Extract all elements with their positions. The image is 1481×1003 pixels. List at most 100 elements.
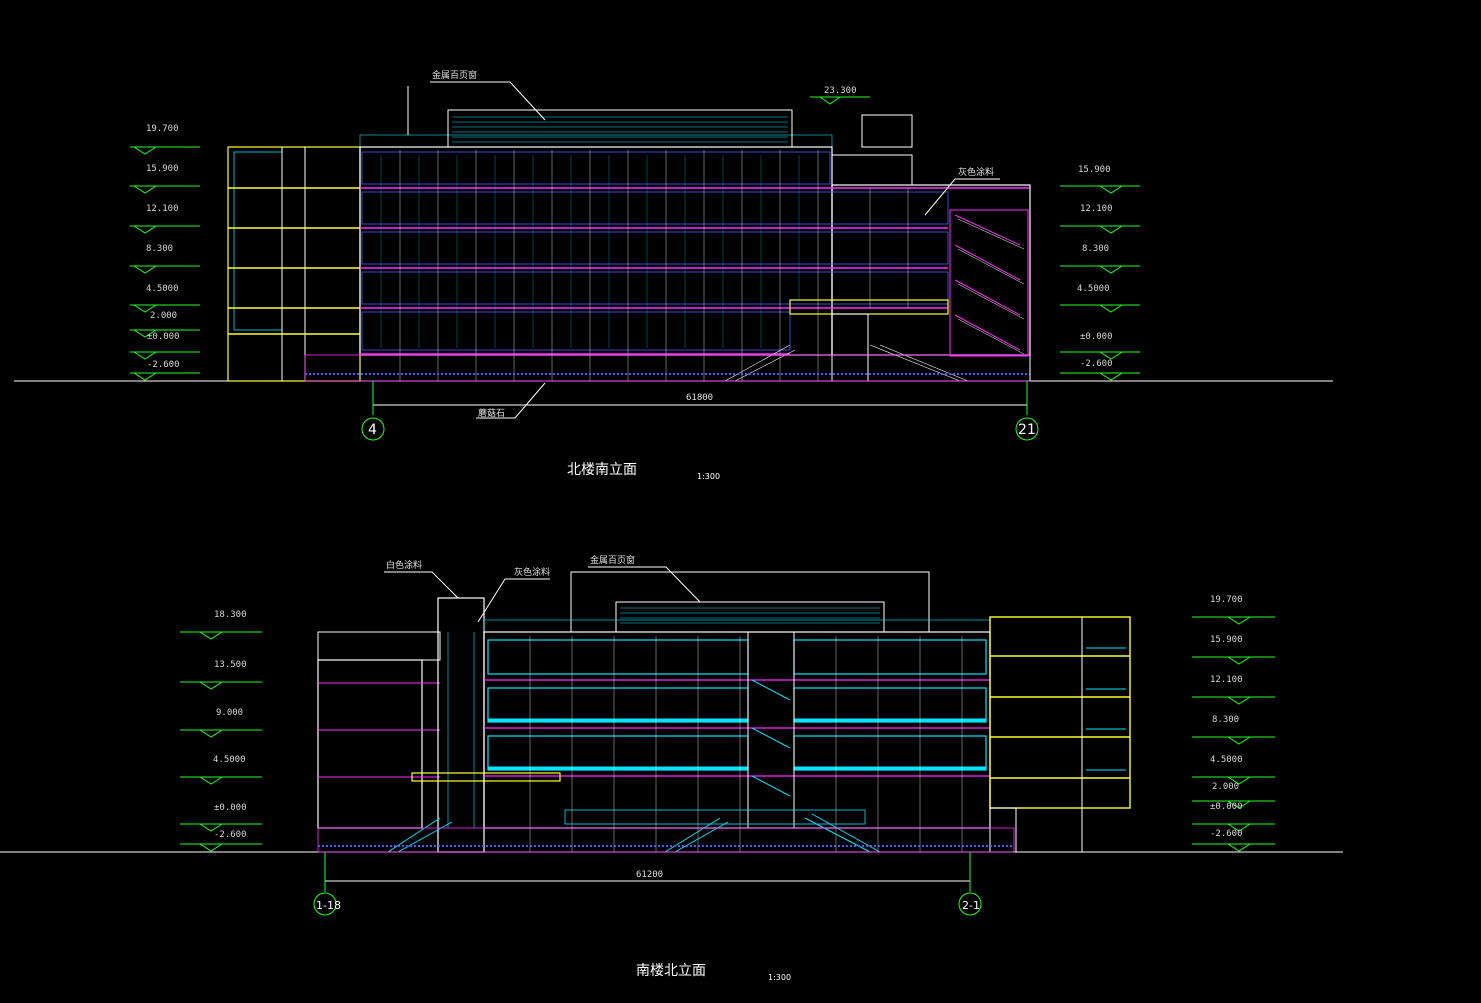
north-window-bands (361, 151, 949, 351)
north-left-level-3: 8.300 (146, 244, 173, 254)
north-front-stairs (724, 344, 969, 382)
south-note-grey-paint: 灰色涂料 (514, 566, 550, 578)
north-right-level-2: 8.300 (1082, 244, 1109, 254)
south-plinth (317, 827, 1015, 853)
north-axis-bubble-21 (1015, 417, 1039, 441)
south-left-volume-lines (318, 682, 440, 778)
south-level-triangle-1 (180, 681, 262, 690)
south-left-volume (317, 659, 423, 829)
south-mullions (529, 636, 963, 852)
south-central-stair-flights (751, 679, 791, 797)
north-mullions-fine (380, 155, 800, 348)
south-right-level-6: ±0.000 (1210, 802, 1243, 812)
south-rlevel-triangle-5 (1192, 800, 1275, 809)
north-dimension-text: 61800 (686, 393, 713, 403)
south-dimension: 61200 1-18 2-1 (313, 852, 982, 916)
north-left-level-5: 2.000 (150, 311, 177, 321)
south-right-block (989, 616, 1131, 809)
south-left-level-3: 4.5000 (213, 755, 246, 765)
north-right-level-5: -2.600 (1080, 359, 1113, 369)
north-east-stair (949, 209, 1029, 357)
south-podium-rail (411, 772, 561, 782)
north-left-level-markers: 19.700 15.900 12.100 8.300 4.5000 2.000 … (130, 124, 200, 381)
south-right-level-3: 8.300 (1212, 715, 1239, 725)
north-note-louver-leader (430, 81, 546, 121)
south-window-bands (487, 639, 987, 771)
north-level-triangle-6 (130, 351, 200, 360)
north-axis-bubble-4 (361, 417, 385, 441)
south-right-level-4: 4.5000 (1210, 755, 1243, 765)
south-right-level-2: 12.100 (1210, 675, 1243, 685)
north-top-level: 23.300 (810, 86, 870, 105)
south-elevation: 18.300 13.500 9.000 4.5000 ±0.000 -2.600… (0, 554, 1343, 982)
north-scale: 1:300 (697, 472, 720, 481)
north-right-level-1: 12.100 (1080, 204, 1113, 214)
south-note-grey-paint-leader (477, 578, 550, 623)
south-rlevel-triangle-3 (1192, 736, 1275, 745)
north-left-level-1: 15.900 (146, 164, 179, 174)
north-rlevel-triangle-0 (1060, 185, 1140, 194)
south-front-stairs (387, 813, 881, 853)
north-axis-label-4: 4 (368, 422, 377, 438)
north-rlevel-triangle-5 (1060, 372, 1140, 381)
north-plinth (304, 354, 1031, 382)
north-east-stair-rails (957, 218, 1025, 355)
north-louver-penthouse (447, 109, 793, 148)
south-axis-label-left: 1-18 (316, 899, 341, 912)
north-rlevel-triangle-2 (1060, 265, 1140, 274)
south-note-white-paint: 白色涂料 (386, 559, 422, 571)
north-level-triangle-3 (130, 265, 200, 274)
south-building (317, 571, 1131, 853)
south-main-block (483, 631, 991, 829)
north-right-level-0: 15.900 (1078, 165, 1111, 175)
north-left-level-2: 12.100 (146, 204, 179, 214)
north-left-level-6: ±0.000 (147, 332, 180, 342)
north-roof-box (861, 114, 913, 148)
north-roof-step (831, 154, 913, 186)
south-left-level-5: -2.600 (214, 830, 247, 840)
south-left-level-markers: 18.300 13.500 9.000 4.5000 ±0.000 -2.600 (180, 610, 262, 852)
south-level-triangle-2 (180, 729, 262, 738)
north-level-triangle-0 (130, 146, 200, 155)
south-parapet-rail (483, 619, 991, 633)
north-left-level-7: -2.600 (147, 360, 180, 370)
south-rlevel-triangle-2 (1192, 696, 1275, 705)
south-left-level-1: 13.500 (214, 660, 247, 670)
south-note-louver-leader (588, 566, 701, 603)
south-level-triangle-3 (180, 776, 262, 785)
south-floor-slabs (484, 679, 990, 777)
south-right-level-5: 2.000 (1212, 782, 1239, 792)
south-axis-bubble-right (958, 892, 982, 916)
south-louver-lines (620, 607, 880, 624)
south-right-level-markers: 19.700 15.900 12.100 8.300 4.5000 2.000 … (1192, 595, 1275, 852)
north-left-wing (227, 146, 361, 382)
south-right-level-1: 15.900 (1210, 635, 1243, 645)
north-rlevel-triangle-3 (1060, 304, 1140, 313)
south-left-level-4: ±0.000 (214, 803, 247, 813)
north-level-triangle-4 (130, 304, 200, 313)
south-stair-tower (437, 597, 485, 853)
south-cyan-sills (488, 718, 986, 770)
north-entrance-door (831, 313, 869, 382)
north-mullions (399, 150, 909, 381)
north-level-triangle-5 (130, 329, 200, 338)
north-note-stone: 蘑菇石 (478, 407, 505, 419)
north-left-wing-window-col (233, 151, 283, 331)
south-rlevel-triangle-7 (1192, 843, 1275, 852)
north-elevation: 19.700 15.900 12.100 8.300 4.5000 2.000 … (14, 69, 1333, 481)
south-title: 南楼北立面 (636, 963, 706, 979)
south-level-triangle-0 (180, 631, 262, 640)
north-main-block (359, 146, 833, 356)
south-scale: 1:300 (768, 973, 791, 982)
north-top-level-triangle (810, 96, 870, 105)
south-left-level-0: 18.300 (214, 610, 247, 620)
north-left-level-0: 19.700 (146, 124, 179, 134)
south-rlevel-triangle-6 (1192, 823, 1275, 832)
north-rlevel-triangle-1 (1060, 225, 1140, 234)
south-left-level-2: 9.000 (216, 708, 243, 718)
north-level-triangle-2 (130, 225, 200, 234)
south-right-level-7: -2.600 (1210, 829, 1243, 839)
south-right-block-windows (1086, 647, 1126, 771)
south-stair-tower-lines (447, 632, 475, 828)
